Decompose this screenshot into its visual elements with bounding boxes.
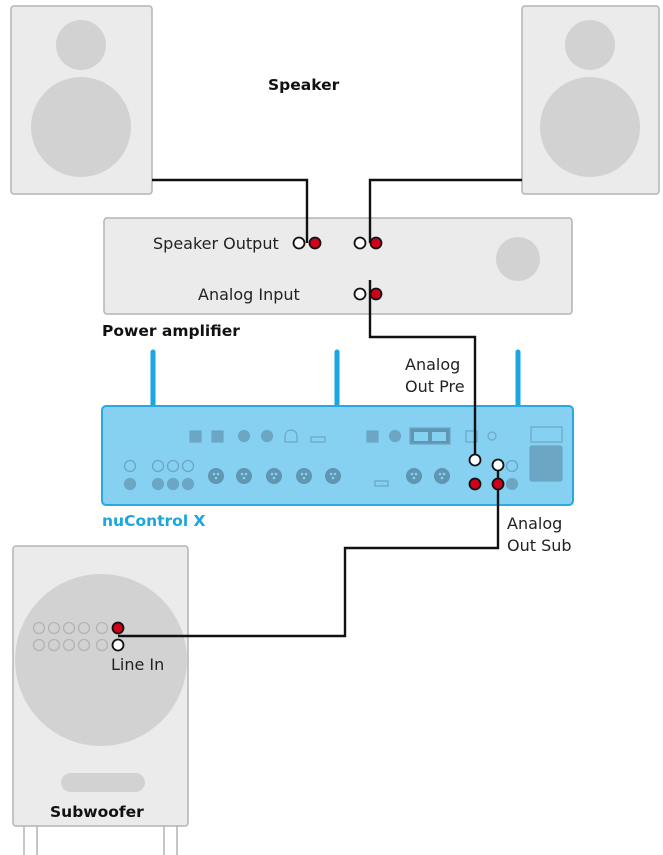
power-amplifier-box [103,217,573,315]
left-speaker [10,5,153,195]
analog-out-sub-label-line2: Out Sub [507,536,572,555]
subwoofer-label: Subwoofer [50,803,144,821]
right-speaker [521,5,660,195]
cables [118,178,522,638]
power-amplifier-label: Power amplifier [102,322,240,340]
nucontrol-box [101,405,574,506]
subwoofer-box [12,545,189,855]
analog-out-pre-label-line2: Out Pre [405,377,465,396]
analog-out-sub-label-line1: Analog [507,514,563,533]
analog-input-label: Analog Input [198,285,300,304]
line-in-label: Line In [111,655,165,674]
speaker-output-label: Speaker Output [153,234,279,253]
nucontrol-label: nuControl X [102,512,206,530]
rca-red-jack [111,236,505,635]
rca-white-jack [111,236,505,652]
speaker-label: Speaker [268,76,340,94]
analog-out-pre-label-line1: Analog [405,355,461,374]
